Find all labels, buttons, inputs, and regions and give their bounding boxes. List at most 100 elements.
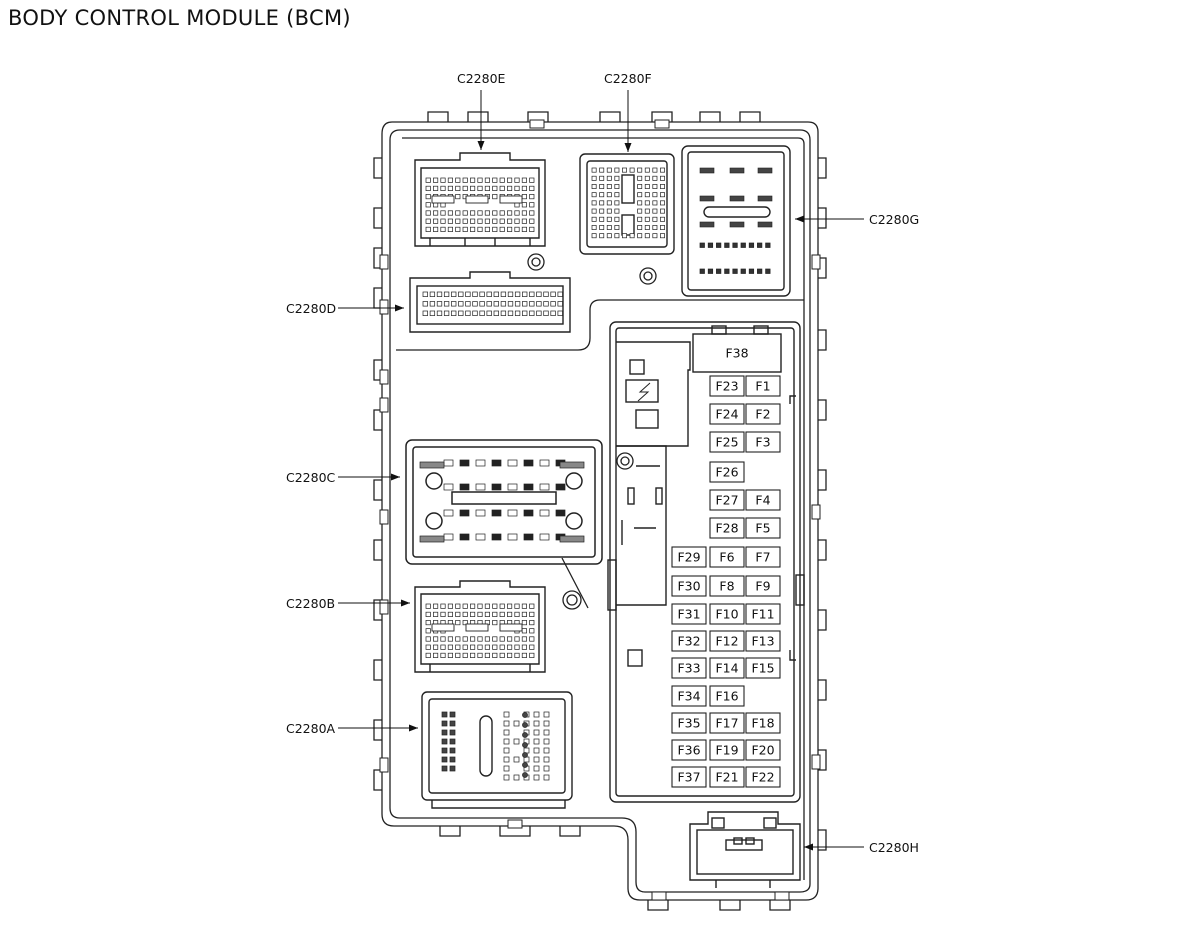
pin-slot — [443, 533, 454, 541]
pin — [433, 210, 439, 216]
pin — [724, 268, 730, 274]
pin — [514, 652, 520, 658]
pin — [644, 175, 650, 181]
pin — [447, 611, 453, 617]
pin — [748, 242, 755, 248]
pin — [514, 603, 520, 609]
fuse-f26: F26 — [709, 461, 745, 483]
pin — [660, 175, 665, 181]
pin — [492, 185, 498, 191]
pin — [557, 301, 563, 307]
pin — [507, 636, 513, 642]
pin — [486, 301, 492, 307]
pin — [486, 291, 492, 297]
pin — [422, 291, 428, 297]
pin — [462, 636, 468, 642]
housing-clips — [379, 119, 821, 901]
pin — [614, 208, 620, 214]
pin — [629, 233, 635, 239]
pin — [422, 301, 428, 307]
fuse-f4: F4 — [745, 489, 781, 511]
pin — [522, 301, 528, 307]
pin-slot — [475, 509, 486, 517]
fuse-f36: F36 — [671, 739, 707, 761]
pin — [503, 738, 510, 745]
pin — [644, 184, 650, 189]
fuse-slot-f10 — [709, 603, 745, 625]
pin — [499, 611, 505, 617]
pin — [614, 167, 620, 173]
connector-body-c2280g — [681, 145, 791, 297]
pin — [514, 636, 520, 642]
pin — [433, 636, 439, 642]
pin-grid-c2280b — [425, 603, 535, 658]
pin-slot — [459, 509, 470, 517]
fuse-label-f36: F36 — [677, 743, 700, 758]
pin — [425, 194, 431, 200]
pin — [484, 226, 490, 232]
label-c2280h: C2280H — [869, 840, 919, 855]
pin — [493, 310, 499, 316]
pin — [514, 611, 520, 617]
pin — [614, 184, 620, 189]
connector-body-c2280f — [579, 153, 675, 255]
pin — [499, 185, 505, 191]
pin — [500, 301, 507, 307]
pin — [449, 747, 456, 754]
pin-slot — [699, 221, 715, 228]
fuse-slot-f13 — [745, 630, 781, 652]
pin — [433, 603, 439, 609]
pin-slot — [539, 483, 550, 491]
pin — [436, 291, 443, 297]
pin — [499, 177, 505, 183]
pin — [521, 202, 527, 208]
pin-block — [419, 535, 445, 543]
pin — [543, 720, 550, 727]
pin — [599, 192, 605, 198]
pin — [455, 620, 461, 626]
pin — [455, 611, 461, 617]
fuse-slot-f8 — [709, 575, 745, 597]
pin — [425, 636, 431, 642]
pin — [507, 226, 513, 232]
pin — [455, 636, 461, 642]
pin — [492, 226, 498, 232]
pin — [637, 216, 643, 222]
pin — [521, 210, 527, 216]
pin — [477, 185, 483, 191]
fuse-label-f21: F21 — [715, 770, 738, 785]
pin — [550, 301, 556, 307]
pin — [462, 611, 468, 617]
fuse-f38: F38 — [725, 346, 748, 361]
pin — [458, 291, 464, 297]
fuse-label-f27: F27 — [715, 493, 738, 508]
fuse-slot-f30 — [671, 575, 707, 597]
pin — [543, 711, 550, 718]
pin-block — [499, 623, 523, 632]
pin — [599, 175, 605, 181]
fuse-label-f19: F19 — [715, 743, 738, 758]
pin — [732, 242, 738, 248]
connector-body-c2280b — [414, 580, 546, 673]
pin — [470, 210, 476, 216]
pin — [507, 210, 513, 216]
page-title: BODY CONTROL MODULE (BCM) — [8, 6, 351, 30]
fuse-slot-f2 — [745, 403, 781, 425]
pin — [440, 210, 446, 216]
pin — [455, 652, 461, 658]
pin — [465, 291, 471, 297]
pin — [425, 644, 431, 650]
pin-block — [465, 623, 489, 632]
pin — [543, 310, 549, 316]
fuse-label-f3: F3 — [755, 435, 770, 450]
fuse-label-f6: F6 — [719, 550, 734, 565]
pin — [550, 310, 556, 316]
pin — [462, 644, 468, 650]
pin — [484, 636, 490, 642]
pin — [606, 216, 612, 222]
fuse-slot-f7 — [745, 546, 781, 568]
fuse-label-f7: F7 — [755, 550, 770, 565]
fuse-f32: F32 — [671, 630, 707, 652]
pin — [447, 636, 453, 642]
